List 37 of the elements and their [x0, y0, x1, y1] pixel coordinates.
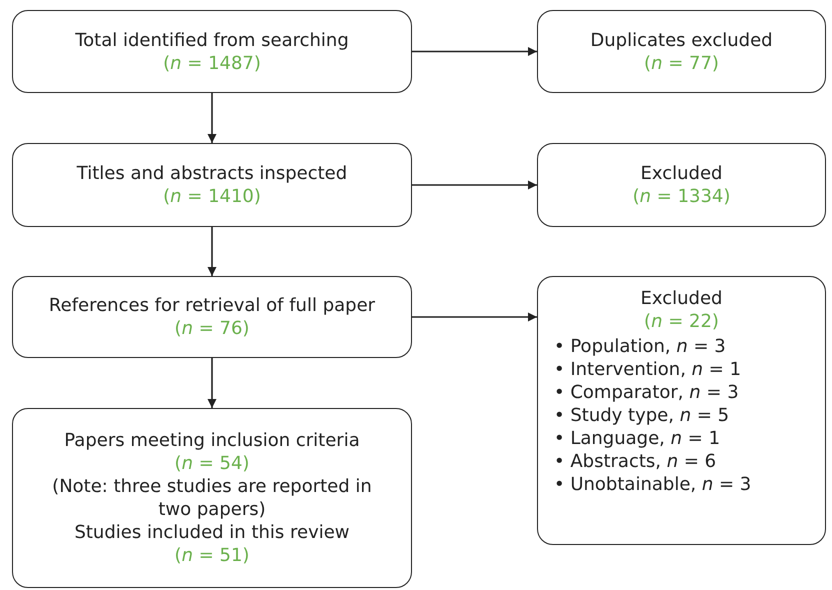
arrow — [208, 358, 216, 408]
box-text: (Note: three studies are reported in two papers) — [51, 475, 373, 521]
box-text: Excluded — [640, 162, 722, 185]
box-text: References for retrieval of full paper — [48, 294, 376, 317]
list-item: • Comparator, n = 3 — [554, 381, 740, 404]
process-box — [12, 143, 412, 227]
count-text: (n = 1487) — [163, 52, 261, 74]
process-box — [12, 276, 412, 358]
count-text: (n = 77) — [644, 52, 719, 74]
list-item: • Language, n = 1 — [554, 427, 722, 450]
list-item: • Unobtainable, n = 3 — [554, 473, 752, 496]
list-item: • Abstracts, n = 6 — [554, 450, 718, 473]
count-text: (n = 22) — [644, 310, 719, 333]
arrow — [412, 47, 537, 56]
arrow — [208, 227, 216, 276]
count-text: (n = 76) — [174, 317, 250, 340]
arrow — [412, 312, 537, 322]
process-box — [537, 10, 826, 93]
count-text: (n = 54) — [174, 452, 250, 475]
count-text: (n = 1410) — [163, 185, 261, 208]
box-text: Studies included in this review — [74, 521, 350, 544]
count-text: (n = 1334) — [632, 185, 730, 208]
box-text: Total identified from searching — [75, 28, 349, 52]
process-box — [537, 143, 826, 227]
box-text: Excluded — [640, 287, 722, 310]
arrow — [208, 93, 216, 143]
box-text: Papers meeting inclusion criteria — [64, 429, 360, 452]
list-item: • Population, n = 3 — [554, 335, 727, 358]
process-box — [537, 276, 826, 545]
count-text: (n = 51) — [174, 544, 250, 567]
list-item: • Study type, n = 5 — [554, 404, 730, 427]
box-text: Duplicates excluded — [590, 28, 773, 52]
process-box — [12, 10, 412, 93]
list-item: • Intervention, n = 1 — [554, 358, 742, 381]
box-text: Titles and abstracts inspected — [76, 162, 348, 185]
arrow — [412, 180, 537, 190]
process-box — [12, 408, 412, 588]
